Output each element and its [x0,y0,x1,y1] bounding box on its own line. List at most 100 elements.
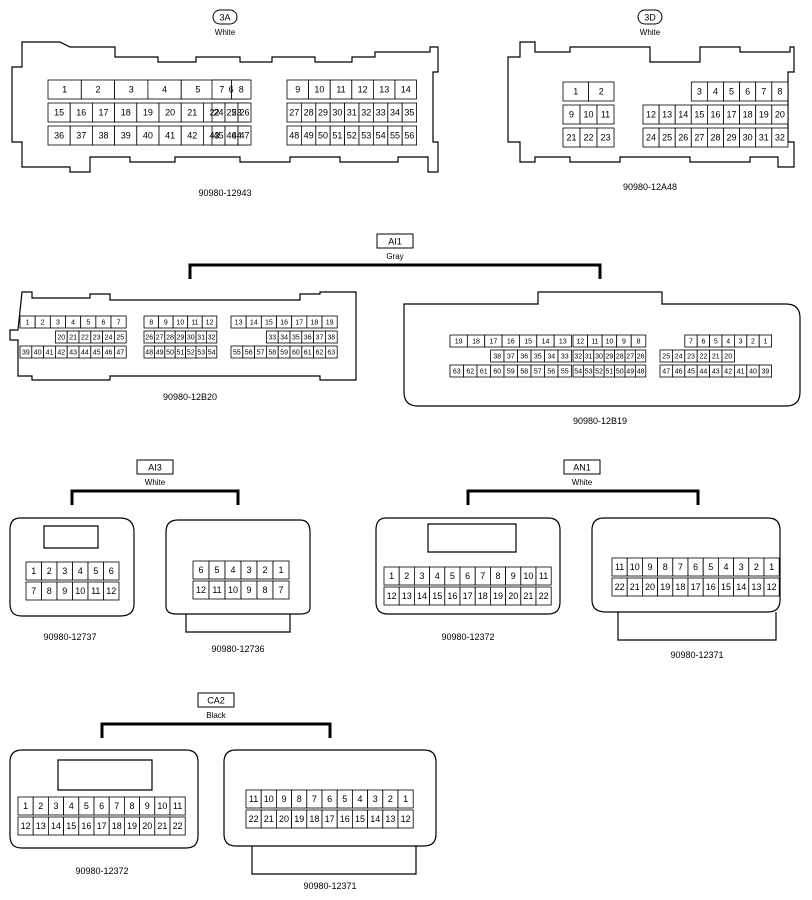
pin-number: 23 [687,354,695,361]
pin-number: 1 [31,566,36,576]
pin-cell [596,127,615,148]
pin-number: 2 [47,566,52,576]
pin-number: 10 [157,801,167,811]
pin-cell [103,581,120,601]
pin-number: 37 [316,335,324,342]
pin-number: 15 [355,814,365,824]
pin-number: 11 [191,320,198,327]
pin-number: 21 [264,814,274,824]
pin-number: 60 [493,369,501,376]
pin-number: 1 [403,794,408,804]
pin-cell [324,330,338,344]
pin-cell [110,315,127,329]
pin-number: 27 [694,133,704,143]
pin-number: 9 [281,794,286,804]
pin-number: 42 [187,131,197,141]
pin-number: 7 [761,87,766,97]
pin-number: 52 [187,350,195,357]
pin-number: 6 [101,320,105,327]
pin-number: 13 [379,85,389,95]
pin-number: 16 [340,814,350,824]
pin-number: 21 [157,821,167,831]
pin-number: 16 [706,582,716,592]
pin-number: 2 [599,87,604,97]
pin-number: 50 [616,369,624,376]
pin-number: 25 [116,335,124,342]
part-number: 90980-12736 [211,644,264,654]
pin-number: 20 [775,110,785,120]
pin-number: 8 [149,320,153,327]
pin-number: 5 [708,562,713,572]
pin-number: 8 [297,794,302,804]
pin-number: 12 [21,821,31,831]
pin-number: 7 [219,85,224,95]
pin-number: 43 [209,131,219,141]
pin-cell [758,364,773,378]
pin-cell [272,580,290,600]
pin-number: 53 [361,131,371,141]
pin-number: 13 [662,110,672,120]
pin-cell [401,125,418,146]
pin-number: 36 [54,131,64,141]
pin-number: 11 [615,562,624,572]
pin-number: 12 [206,320,214,327]
pin-number: 62 [316,350,324,357]
pin-cell [169,796,186,816]
pin-number: 3 [129,85,134,95]
pin-number: 34 [280,335,288,342]
connector-code: 3A [219,13,230,23]
pin-number: 41 [46,350,54,357]
pin-cell [321,315,338,329]
pin-number: 21 [566,133,576,143]
part-number: 90980-12B20 [163,392,217,402]
pin-cell [114,330,127,344]
pin-number: 18 [743,110,753,120]
pin-number: 13 [235,320,243,327]
pin-number: 22 [249,814,259,824]
pin-number: 20 [508,591,518,601]
connector-color: White [215,28,236,37]
pin-number: 9 [145,801,150,811]
pin-cell [596,104,615,125]
pin-number: 10 [177,320,185,327]
pin-number: 8 [777,87,782,97]
group-color: Black [206,711,227,720]
pin-number: 20 [165,108,175,118]
pin-number: 9 [647,562,652,572]
pin-number: 30 [332,108,342,118]
part-number: 90980-12372 [75,866,128,876]
pin-number: 44 [232,131,242,141]
pin-cell [205,345,218,359]
group-code-tag [197,692,235,708]
pin-number: 8 [637,339,641,346]
pin-number: 1 [26,320,30,327]
pin-number: 12 [196,585,206,595]
pin-number: 51 [177,350,185,357]
pin-cell [237,102,252,123]
pin-number: 35 [534,354,542,361]
pin-cell [397,789,414,809]
pin-number: 35 [404,108,414,118]
pin-number: 5 [195,85,200,95]
pin-number: 63 [327,350,335,357]
pin-number: 11 [591,339,598,346]
pin-number: 54 [376,131,386,141]
pin-number: 17 [295,320,303,327]
pin-cell [103,561,120,581]
pin-number: 4 [435,571,440,581]
pin-cell [635,349,647,363]
pin-number: 33 [268,335,276,342]
pin-number: 26 [239,108,249,118]
pin-number: 19 [127,821,137,831]
pin-number: 18 [675,582,685,592]
pin-number: 2 [751,339,755,346]
pin-number: 47 [662,369,670,376]
pin-number: 57 [257,350,265,357]
pin-number: 9 [622,339,626,346]
pin-number: 2 [388,794,393,804]
pin-number: 1 [62,85,67,95]
pin-number: 17 [691,582,701,592]
pin-number: 12 [106,586,116,596]
pin-number: 6 [109,566,114,576]
pin-number: 1 [763,339,767,346]
